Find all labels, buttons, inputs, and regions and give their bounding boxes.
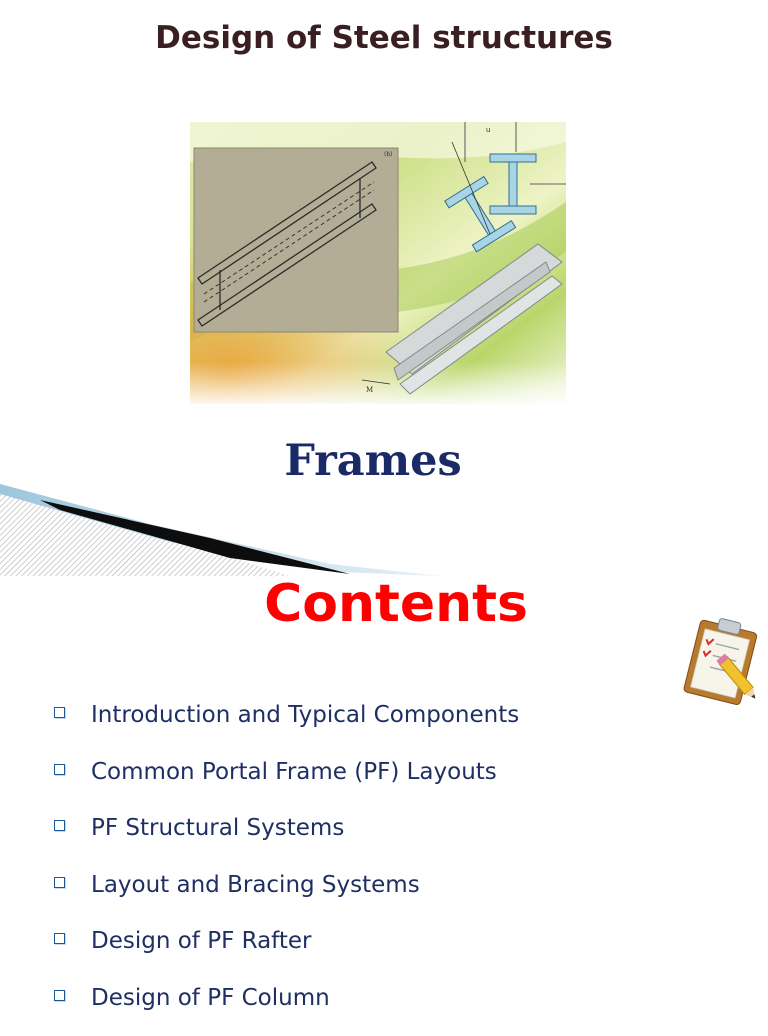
list-item: Introduction and Typical Components [50,696,750,753]
list-item-text: Design of PF Rafter [91,928,312,955]
bullet-square-icon [54,933,65,945]
list-item-text: Common Portal Frame (PF) Layouts [91,758,497,785]
svg-text:(b): (b) [384,151,393,158]
list-item: Design of PF Column [50,979,750,1036]
list-item: PF Structural Systems [50,809,750,866]
list-item-text: Layout and Bracing Systems [91,871,420,898]
slide-subtitle: Frames [284,436,462,486]
bullet-square-icon [54,876,65,888]
svg-text:u: u [486,126,490,134]
bullet-square-icon [54,763,65,775]
slide-title-text: Design of Steel structures [155,20,613,56]
svg-text:M: M [366,386,373,394]
list-item: Layout and Bracing Systems [50,866,750,923]
bullet-square-icon [54,989,65,1001]
decorative-swoosh [0,484,440,576]
bullet-square-icon [54,820,65,832]
list-item-text: Introduction and Typical Components [91,702,520,728]
list-item: Design of PF Rafter [50,922,750,979]
list-item-text: PF Structural Systems [91,815,345,842]
steel-beam-illustration: (b) u M [190,122,566,404]
contents-heading: Contents [264,574,528,634]
list-item: Common Portal Frame (PF) Layouts [50,753,750,810]
list-item-text: Design of PF Column [91,984,330,1011]
slide-title: Design of Steel structures [0,20,613,576]
clipboard-pencil-icon [683,618,758,705]
contents-list: Introduction and Typical Components Comm… [50,696,750,1036]
bullet-square-icon [54,707,65,718]
